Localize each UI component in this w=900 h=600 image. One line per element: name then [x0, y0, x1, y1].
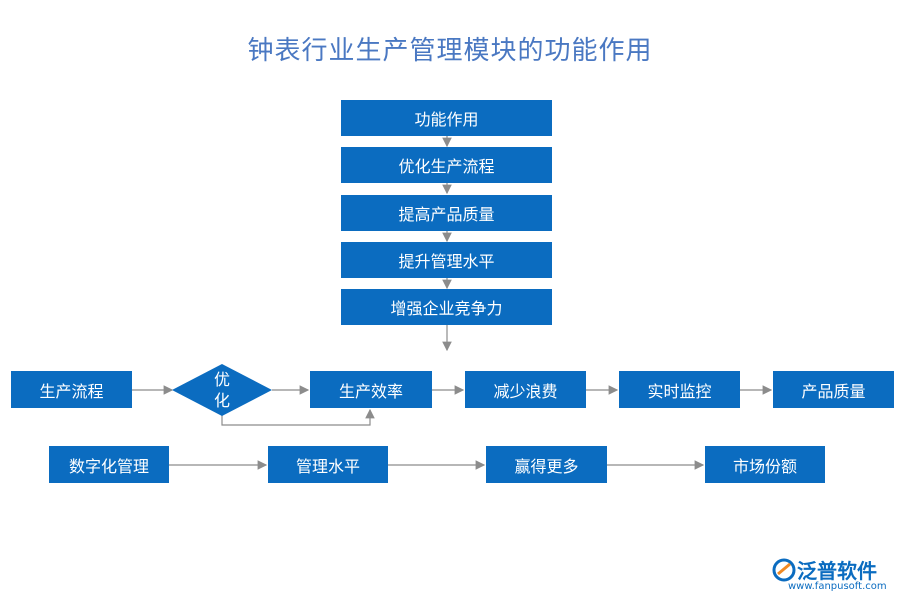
- logo-name: 泛普软件: [797, 559, 877, 583]
- row1-box-monitor: 实时监控: [619, 371, 740, 408]
- row2-box-digital: 数字化管理: [49, 446, 169, 483]
- row1-start-box: 生产流程: [11, 371, 132, 408]
- column-box-3: 提高产品质量: [341, 195, 552, 231]
- row1-box-quality: 产品质量: [773, 371, 894, 408]
- row1-box-efficiency: 生产效率: [310, 371, 432, 408]
- decision-diamond: [172, 364, 272, 416]
- row1-box-waste: 减少浪费: [465, 371, 586, 408]
- row2-box-win: 赢得更多: [486, 446, 607, 483]
- diamond-label-2: 化: [213, 391, 230, 410]
- fanpu-logo-icon: [772, 558, 796, 582]
- column-box-5: 增强企业竞争力: [341, 289, 552, 325]
- row2-box-management: 管理水平: [268, 446, 388, 483]
- diagram-title: 钟表行业生产管理模块的功能作用: [247, 36, 653, 66]
- row1-loop-arrow: [221, 408, 375, 426]
- column-box-2: 优化生产流程: [341, 147, 552, 183]
- diamond-label-1: 优: [213, 370, 230, 389]
- row2-box-market: 市场份额: [705, 446, 825, 483]
- column-box-4: 提升管理水平: [341, 242, 552, 278]
- column-box-1: 功能作用: [341, 100, 552, 136]
- logo-url: www.fanpusoft.com: [788, 581, 887, 592]
